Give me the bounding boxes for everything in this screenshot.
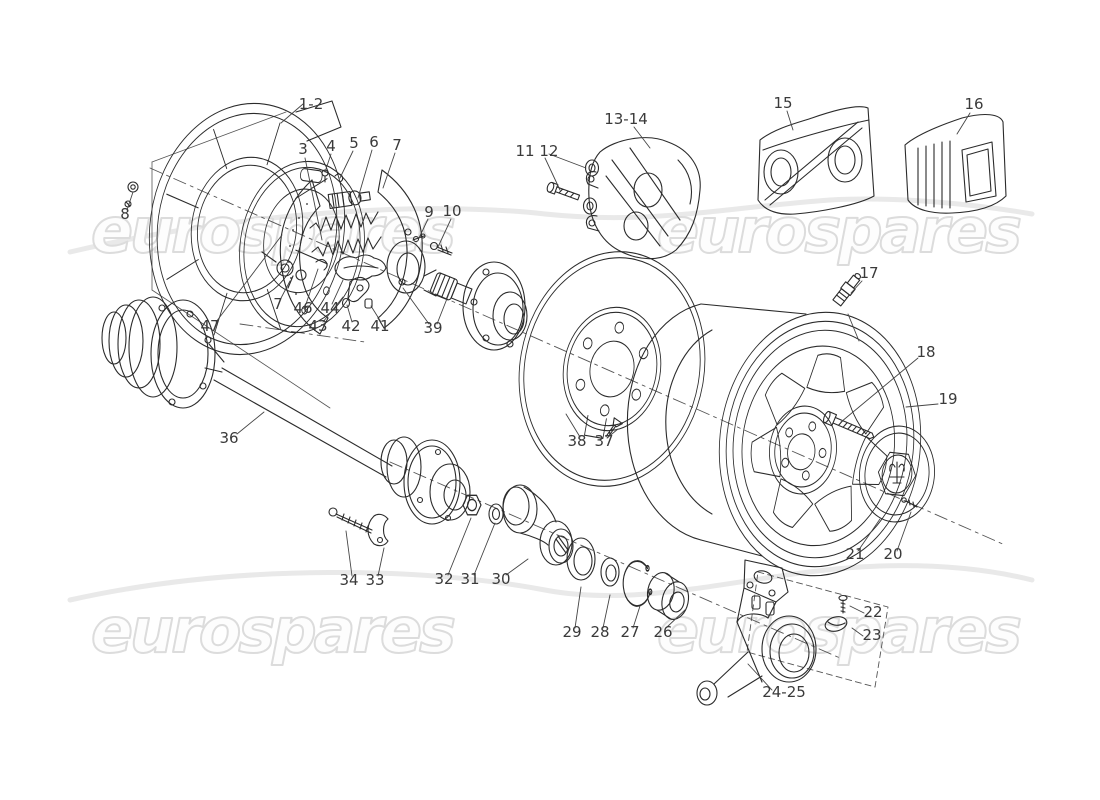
part-label-31[interactable]: 31 [460,570,479,588]
part-handbrake-lever [347,276,370,303]
part-drive-flange-30 [502,484,574,566]
part-label-33[interactable]: 33 [365,571,384,589]
part-label-26[interactable]: 26 [653,623,672,641]
part-nut-32 [462,494,482,516]
part-label-3[interactable]: 3 [298,140,308,158]
part-label-24-25[interactable]: 24-25 [762,683,806,701]
part-label-6[interactable]: 6 [369,133,379,151]
part-label-10[interactable]: 10 [442,202,461,220]
part-label-37[interactable]: 37 [594,432,613,450]
part-label-20[interactable]: 20 [883,545,902,563]
part-brake-pads [757,106,875,215]
part-label-46[interactable]: 46 [293,299,312,317]
part-label-11-12[interactable]: 11 12 [516,142,559,160]
part-circlip-27 [622,560,653,607]
part-label-22[interactable]: 22 [863,603,882,621]
part-hub-carrier [696,559,817,706]
part-return-spring-upper [309,211,379,232]
part-washer-31 [488,503,504,525]
part-bolt-10 [429,241,453,256]
part-return-spring-lower [311,236,382,257]
part-bearing-26 [646,572,690,620]
part-label-16[interactable]: 16 [964,95,983,113]
part-adjuster [327,190,371,209]
part-brake-disc [518,251,706,487]
part-gaiter-boot [904,113,1007,214]
part-label-44[interactable]: 44 [320,299,339,317]
part-wheel-stud [822,410,875,440]
part-caliper-bolt-11 [546,181,581,201]
part-pin-41 [364,298,373,309]
part-seal-29 [566,537,596,581]
part-label-13-14[interactable]: 13-14 [604,110,648,128]
part-label-4[interactable]: 4 [326,137,336,155]
part-label-47[interactable]: 47 [200,317,219,335]
part-bolt-34 [328,507,373,534]
part-label-5[interactable]: 5 [349,134,359,152]
swoosh-top [67,196,1035,255]
part-washer-28 [600,557,620,587]
part-label-28[interactable]: 28 [590,623,609,641]
part-label-9[interactable]: 9 [424,203,434,221]
part-label-30[interactable]: 30 [491,570,510,588]
part-cap-23 [824,616,848,632]
part-label-32[interactable]: 32 [434,570,453,588]
part-label-41[interactable]: 41 [370,317,389,335]
part-brake-shoe-left [279,179,329,335]
part-stub-axle-hub [423,261,528,351]
part-bleed-valve [832,273,862,307]
part-centre-cap [858,425,936,523]
part-cap-42 [341,297,351,309]
part-label-39[interactable]: 39 [423,319,442,337]
part-label-23[interactable]: 23 [862,626,881,644]
part-label-15[interactable]: 15 [773,94,792,112]
part-lock-plate-33 [367,513,389,547]
part-labels: 1-2 3 4 5 6 7 8 9 10 11 12 13-14 15 16 1… [120,94,983,701]
part-label-19[interactable]: 19 [938,390,957,408]
leader-lines [126,103,971,691]
part-label-36[interactable]: 36 [219,429,238,447]
watermark-text: eurospares [91,594,454,667]
part-label-29[interactable]: 29 [562,623,581,641]
part-label-34[interactable]: 34 [339,571,358,589]
part-expander-bracket [334,254,387,281]
watermark-text: eurospares [91,194,454,267]
part-wheel-rim [626,303,922,577]
part-label-1-2[interactable]: 1-2 [299,95,324,113]
part-label-7-top[interactable]: 7 [392,136,402,154]
part-label-43[interactable]: 43 [308,317,327,335]
part-label-21[interactable]: 21 [845,545,864,563]
watermark-text: eurospares [657,194,1020,267]
part-label-38[interactable]: 38 [567,432,586,450]
part-seal-ring [386,240,426,294]
part-clip [334,173,344,183]
part-label-17[interactable]: 17 [859,264,878,282]
part-label-18[interactable]: 18 [916,343,935,361]
part-pin [321,169,329,183]
part-link [315,258,328,271]
part-cap-pin [901,497,918,508]
part-disc-screw [605,417,623,439]
maserati-trident-icon [889,461,905,484]
part-driveshaft [101,296,471,525]
watermark-layer: eurospares eurospares eurospares eurospa… [67,193,1035,668]
part-label-8[interactable]: 8 [120,205,130,223]
part-label-42[interactable]: 42 [341,317,360,335]
part-label-7-bottom[interactable]: 7 [273,295,283,313]
part-screw-22 [838,594,848,614]
part-label-27[interactable]: 27 [620,623,639,641]
swoosh-bottom [67,563,1035,603]
part-pin-9 [412,233,426,243]
